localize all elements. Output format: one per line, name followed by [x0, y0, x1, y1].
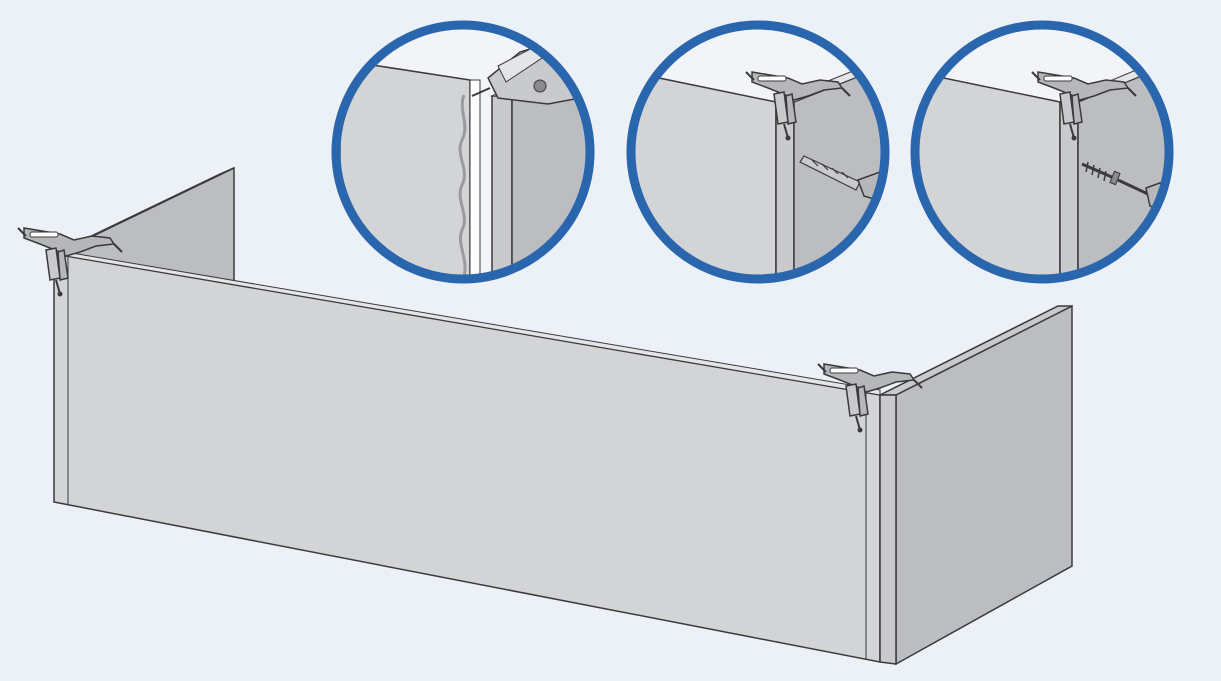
- screw-icon: [1081, 161, 1121, 186]
- right-end-edge: [879, 394, 897, 665]
- glue-bead-icon: [458, 94, 467, 279]
- cabinet-overview: [17, 166, 1073, 666]
- detail-circle-step-2: [626, 20, 890, 284]
